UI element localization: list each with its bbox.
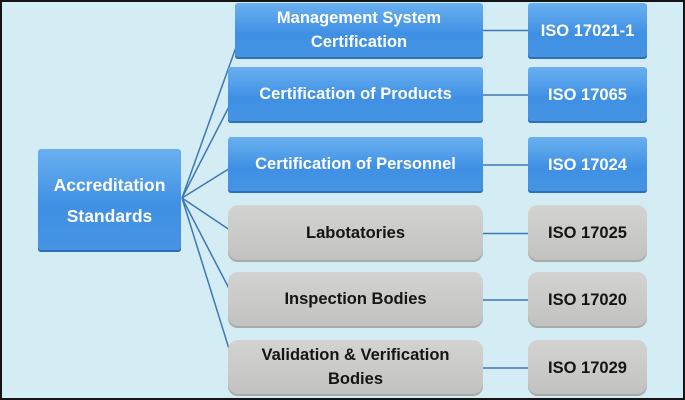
standard-node-label: ISO 17029: [548, 358, 627, 377]
standard-node-label: ISO 17065: [548, 85, 627, 104]
connector-line: [181, 94, 236, 199]
branch-node-management-system-certification: Management System Certification: [235, 3, 483, 59]
connector-line: [181, 30, 243, 199]
branch-node-label: Certification of Personnel: [255, 155, 456, 174]
branch-node-certification-of-products: Certification of Products: [228, 67, 483, 123]
branch-node-certification-of-personnel: Certification of Personnel: [228, 137, 483, 193]
branch-node-label: Validation & Verification Bodies: [261, 346, 450, 388]
standard-node-iso-17025: ISO 17025: [528, 205, 647, 262]
branch-node-validation-verification-bodies: Validation & Verification Bodies: [228, 340, 483, 396]
standard-node-iso-17020: ISO 17020: [528, 272, 647, 328]
standard-node-label: ISO 17021-1: [540, 21, 635, 40]
root-node-accreditation-standards: Accreditation Standards: [38, 149, 181, 252]
branch-node-label: Certification of Products: [259, 85, 452, 104]
branch-node-label: Management System Certification: [276, 9, 442, 51]
connector-line: [181, 197, 236, 301]
standard-node-label: ISO 17024: [548, 155, 627, 174]
standard-node-label: ISO 17025: [548, 224, 627, 242]
branch-node-label: Labotatories: [305, 223, 406, 242]
connector-line: [181, 197, 236, 235]
branch-node-label: Inspection Bodies: [284, 290, 427, 309]
standard-node-iso-17065: ISO 17065: [528, 67, 647, 123]
standard-node-label: ISO 17020: [548, 290, 627, 309]
branch-node-laboratories: Labotatories: [228, 205, 483, 262]
connector-line: [181, 164, 236, 199]
standard-node-iso-17024: ISO 17024: [528, 137, 647, 193]
root-node-label: Accreditation Standards: [53, 174, 166, 226]
connector-line: [181, 197, 236, 369]
standard-node-iso-17021-1: ISO 17021-1: [528, 3, 647, 59]
standard-node-iso-17029: ISO 17029: [528, 340, 647, 396]
branch-node-inspection-bodies: Inspection Bodies: [228, 272, 483, 328]
